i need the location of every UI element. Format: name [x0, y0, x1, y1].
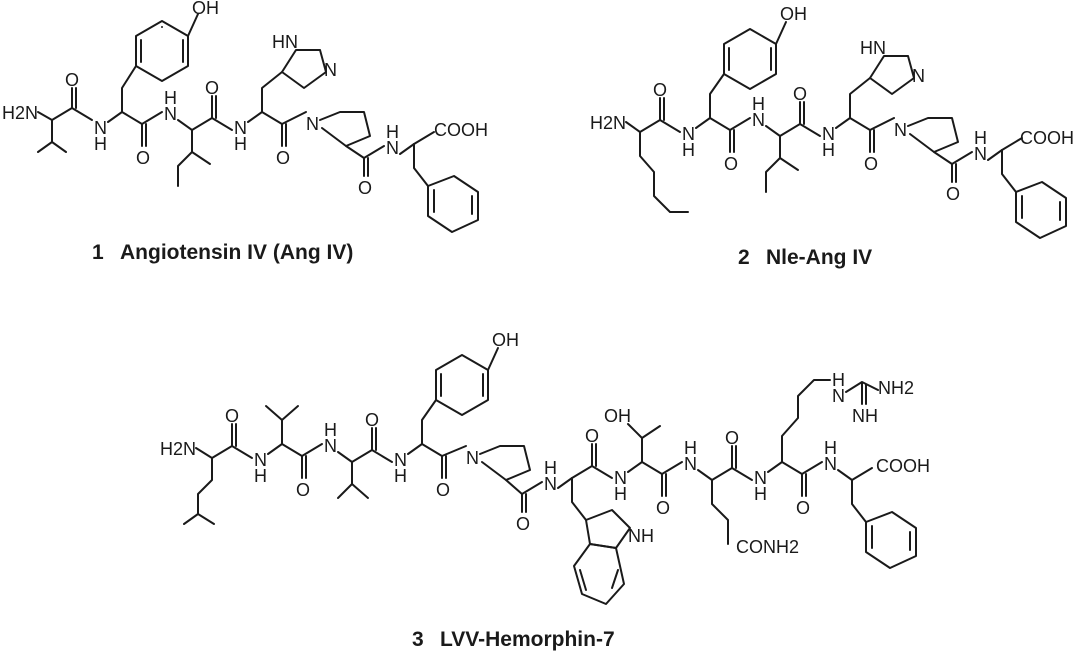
atom-o: O	[276, 148, 290, 168]
atom-h: H	[974, 128, 987, 148]
atom-h: H	[752, 94, 765, 114]
atom-o: O	[358, 178, 372, 198]
atom-o: O	[946, 184, 960, 204]
atom-hn: HN	[272, 32, 298, 52]
atom-h: H	[822, 140, 835, 160]
atom-o: O	[225, 406, 239, 426]
atom-o: O	[585, 426, 599, 446]
atom-n: N	[912, 66, 925, 86]
atom-n: N	[254, 450, 267, 470]
atom-h2n: H2N	[160, 439, 196, 459]
atom-nh2: NH2	[878, 378, 914, 398]
atom-o: O	[365, 410, 379, 430]
atom-h: H	[544, 458, 557, 478]
atom-o: O	[65, 70, 79, 90]
atom-cooh: COOH	[434, 120, 488, 140]
atom-n: N	[306, 114, 319, 134]
atom-imine-nh: NH	[852, 406, 878, 426]
atom-n: N	[682, 124, 695, 144]
compound-number: 3	[412, 628, 424, 651]
atom-h: H	[824, 438, 837, 458]
atom-h: H	[394, 466, 407, 486]
atom-o: O	[796, 498, 810, 518]
atom-n: N	[824, 454, 837, 474]
atom-o: O	[136, 148, 150, 168]
atom-h: H	[386, 122, 399, 142]
structure-nle-ang-iv: H2N O N H OH O H N O N H HN N O	[590, 4, 1074, 239]
atom-conh2: CONH2	[736, 537, 799, 557]
compound-number: 1	[92, 241, 104, 264]
atom-oh: OH	[192, 0, 219, 18]
compound-number: 2	[738, 246, 750, 269]
atom-n: N	[324, 436, 337, 456]
atom-n: N	[974, 144, 987, 164]
atom-o: O	[296, 480, 310, 500]
atom-n: N	[386, 138, 399, 158]
compound-name: LVV-Hemorphin-7	[440, 628, 615, 651]
atom-h2n: H2N	[590, 113, 626, 133]
atom-n: N	[544, 474, 557, 494]
atom-h: H	[684, 438, 697, 458]
atom-oh: OH	[492, 330, 519, 350]
atom-h: H	[324, 420, 337, 440]
atom-n: N	[832, 386, 845, 406]
atom-nh: NH	[628, 526, 654, 546]
atom-oh: OH	[780, 4, 807, 24]
compound-name: Nle-Ang IV	[766, 246, 872, 269]
atom-n: N	[324, 60, 337, 80]
atom-o: O	[653, 80, 667, 100]
atom-n: N	[614, 468, 627, 488]
atom-n: N	[754, 468, 767, 488]
atom-o: O	[793, 84, 807, 104]
atom-h2n: H2N	[2, 103, 38, 123]
atom-h: H	[614, 484, 627, 504]
atom-n: N	[752, 110, 765, 130]
atom-cooh: COOH	[876, 456, 930, 476]
atom-n: N	[394, 450, 407, 470]
atom-hn: HN	[860, 38, 886, 58]
atom-n: N	[94, 118, 107, 138]
structure-angiotensin-iv: H2N O N H OH O H N O N H HN N	[2, 0, 488, 233]
atom-n: N	[894, 120, 907, 140]
atom-h: H	[234, 134, 247, 154]
atom-n: N	[164, 104, 177, 124]
atom-h: H	[754, 484, 767, 504]
atom-h: H	[254, 466, 267, 486]
atom-n: N	[466, 448, 479, 468]
atom-o: O	[864, 154, 878, 174]
atom-n: N	[234, 118, 247, 138]
atom-o: O	[436, 480, 450, 500]
atom-ho: OH	[604, 406, 631, 426]
atom-h: H	[94, 134, 107, 154]
caption-compound-1: 1 Angiotensin IV (Ang IV)	[92, 241, 353, 264]
caption-compound-3: 3 LVV-Hemorphin-7	[412, 628, 615, 651]
compound-name: Angiotensin IV (Ang IV)	[120, 241, 353, 264]
atom-o: O	[656, 498, 670, 518]
atom-h: H	[164, 88, 177, 108]
atom-o: O	[724, 154, 738, 174]
atom-o: O	[516, 514, 530, 534]
atom-n: N	[684, 454, 697, 474]
atom-o: O	[725, 428, 739, 448]
atom-cooh: COOH	[1020, 128, 1074, 148]
atom-h: H	[832, 370, 845, 390]
caption-compound-2: 2 Nle-Ang IV	[738, 246, 872, 269]
atom-n: N	[822, 124, 835, 144]
atom-o: O	[205, 78, 219, 98]
structure-lvv-hemorphin-7: H2N O N H O H N O N H OH O N	[160, 330, 930, 605]
atom-h: H	[682, 140, 695, 160]
